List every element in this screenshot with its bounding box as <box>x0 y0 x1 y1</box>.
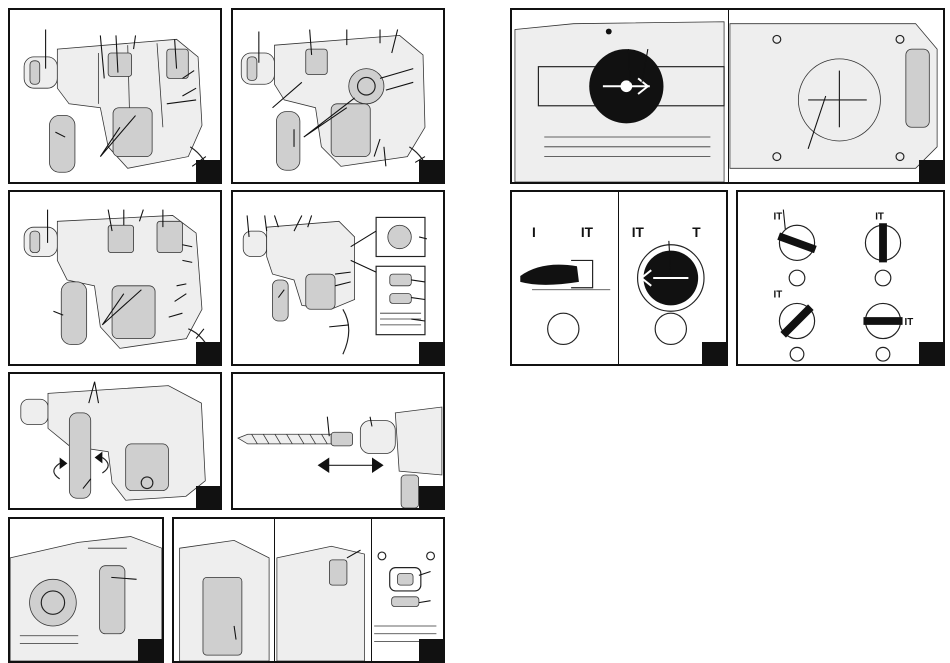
figure-panel-5 <box>8 372 222 510</box>
mode-knob-setting-1: IT <box>774 210 817 286</box>
mode-knob-settings: IT IT IT IT <box>738 192 943 364</box>
figure-panel-2 <box>231 8 445 184</box>
knob-4-label: IT <box>905 317 914 328</box>
mode-selector-views <box>512 10 943 182</box>
figure-panel-6 <box>231 372 445 510</box>
figure-tab <box>919 160 943 182</box>
figure-panel-1 <box>8 8 222 184</box>
mode-symbol-hammer-drill: IT <box>581 225 594 240</box>
figure-panel-3 <box>8 190 222 366</box>
rotary-hammer-side-view-2 <box>233 10 443 182</box>
side-handle-rotation <box>10 374 220 508</box>
double-arrow-icon <box>318 458 384 474</box>
knob-3-label: IT <box>774 290 783 301</box>
figure-tab <box>419 486 443 508</box>
figure-tab <box>419 342 443 364</box>
rotate-arrow-icon <box>95 452 109 473</box>
rotary-hammer-side-view <box>10 10 220 182</box>
figure-tab <box>919 342 943 364</box>
figure-panel-9 <box>510 8 945 184</box>
mode-symbol-hammer: T <box>692 225 701 240</box>
drill-bit <box>238 432 353 446</box>
figure-tab <box>419 160 443 182</box>
mode-symbol-drill: I <box>532 225 536 240</box>
brush-cover-and-switch-detail <box>174 519 443 661</box>
figure-tab <box>702 342 726 364</box>
mode-symbol-hammer-drill-2: IT <box>632 225 645 240</box>
figure-panel-8 <box>172 517 445 663</box>
screw-icon <box>427 552 435 560</box>
figure-panel-10: I IT IT T <box>510 190 728 366</box>
figure-tab <box>196 342 220 364</box>
rotary-hammer-with-controls-inset <box>233 192 443 364</box>
rotate-arrow-icon <box>54 458 68 479</box>
figure-panel-4 <box>231 190 445 366</box>
figure-tab <box>196 160 220 182</box>
rotary-hammer-side-view-3 <box>10 192 220 364</box>
figure-tab <box>138 639 162 661</box>
figure-tab <box>419 639 443 661</box>
mode-knob-setting-3: IT <box>774 290 815 362</box>
knob-1-label: IT <box>774 211 783 222</box>
figure-panel-7 <box>8 517 164 663</box>
bit-insertion <box>233 374 443 508</box>
figure-panel-11: IT IT IT IT <box>736 190 945 366</box>
mode-knob-setting-2: IT <box>865 211 900 285</box>
mode-knob-setting-4: IT <box>863 303 913 361</box>
figure-tab <box>196 486 220 508</box>
knob-2-label: IT <box>875 211 884 222</box>
mode-lever-positions: I IT IT T <box>512 192 726 364</box>
screw-icon <box>378 552 386 560</box>
